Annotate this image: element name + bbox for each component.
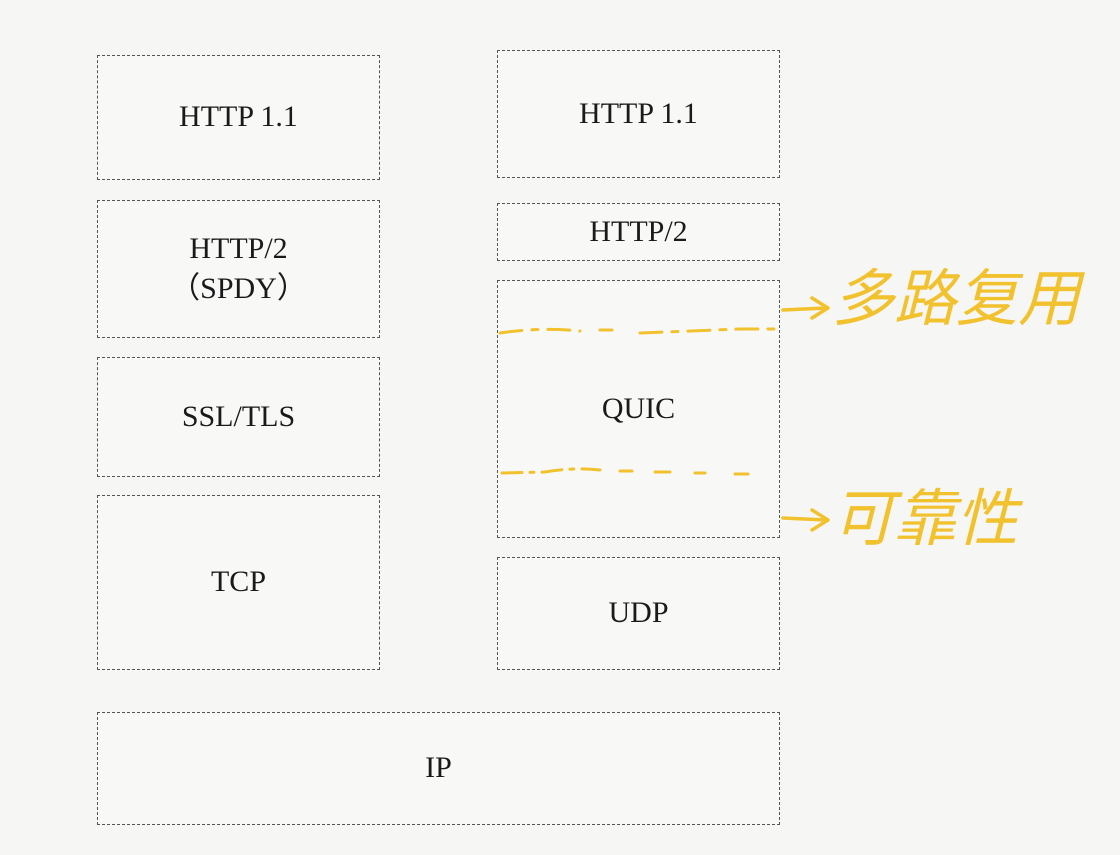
left-tcp-box: TCP — [97, 495, 380, 670]
right-http11-label: HTTP 1.1 — [579, 96, 698, 130]
left-spdy-label: （SPDY） — [170, 272, 307, 305]
ip-label: IP — [425, 751, 452, 785]
left-ssltls-label: SSL/TLS — [181, 399, 296, 433]
right-quic-label: QUIC — [601, 391, 676, 425]
left-tcp-label: TCP — [210, 565, 267, 599]
annotation-multiplexing: 多路复用 — [832, 262, 1085, 335]
quic-upper-division-line — [498, 327, 778, 335]
right-quic-box: QUIC — [497, 280, 780, 538]
left-http2-label: HTTP/2 — [189, 231, 288, 265]
annotation-reliability: 可靠性 — [832, 482, 1024, 555]
left-http2-box: HTTP/2 （SPDY） — [97, 200, 380, 338]
right-http2-label: HTTP/2 — [589, 214, 688, 248]
left-http11-box: HTTP 1.1 — [97, 55, 380, 180]
left-http11-label: HTTP 1.1 — [179, 100, 298, 134]
right-http11-box: HTTP 1.1 — [497, 50, 780, 178]
quic-lower-division-line — [500, 467, 750, 476]
left-ssltls-box: SSL/TLS — [97, 357, 380, 477]
upper-arrow — [781, 296, 830, 320]
right-udp-label: UDP — [608, 596, 669, 630]
ip-box: IP — [97, 712, 780, 825]
right-http2-box: HTTP/2 — [497, 203, 780, 261]
right-udp-box: UDP — [497, 557, 780, 670]
lower-arrow — [781, 508, 830, 532]
